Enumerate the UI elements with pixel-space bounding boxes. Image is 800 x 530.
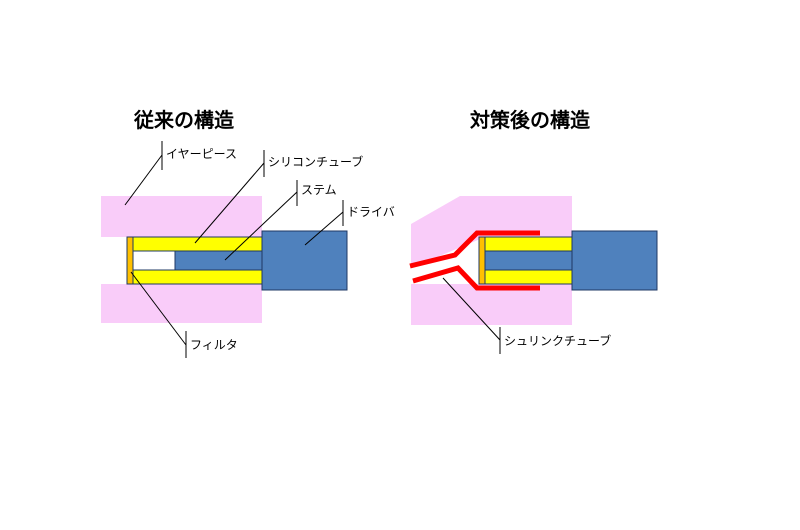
earpiece-lower <box>411 284 572 325</box>
stem-callout-line <box>224 191 298 261</box>
improved-structure: シュリンクチューブ <box>409 196 658 354</box>
driver <box>571 230 658 291</box>
stem-label: ステム <box>301 183 337 197</box>
stem <box>484 250 573 271</box>
shrink-tube-label: シュリンクチューブ <box>504 333 611 348</box>
filter <box>126 236 134 285</box>
conventional-structure-title: 従来の構造 <box>134 108 234 132</box>
silicone-tube-callout-line <box>194 162 265 244</box>
earpiece-callout-line <box>124 154 163 206</box>
silicone-tube-lower <box>484 269 573 285</box>
stem <box>174 250 263 271</box>
conventional-structure: イヤーピース シリコンチューブ ステム ドライバ フィルタ <box>101 141 395 358</box>
earpiece-label: イヤーピース <box>166 147 237 161</box>
silicone-tube-label: シリコンチューブ <box>268 154 363 169</box>
improved-structure-title: 対策後の構造 <box>470 108 590 132</box>
silicone-tube-upper <box>484 236 573 252</box>
filter-label: フィルタ <box>190 338 238 352</box>
earpiece-lower <box>101 284 262 323</box>
filter <box>478 236 486 285</box>
shrink-tube-lower <box>412 265 540 291</box>
driver-label: ドライバ <box>347 205 395 219</box>
earpiece-upper <box>101 196 262 237</box>
filter-callout-line <box>130 271 187 346</box>
shrink-tube-callout-line <box>442 277 501 341</box>
silicone-tube-lower <box>131 269 263 285</box>
driver <box>261 230 348 291</box>
shrink-tube-upper <box>409 230 540 269</box>
driver-callout-line <box>304 211 344 246</box>
